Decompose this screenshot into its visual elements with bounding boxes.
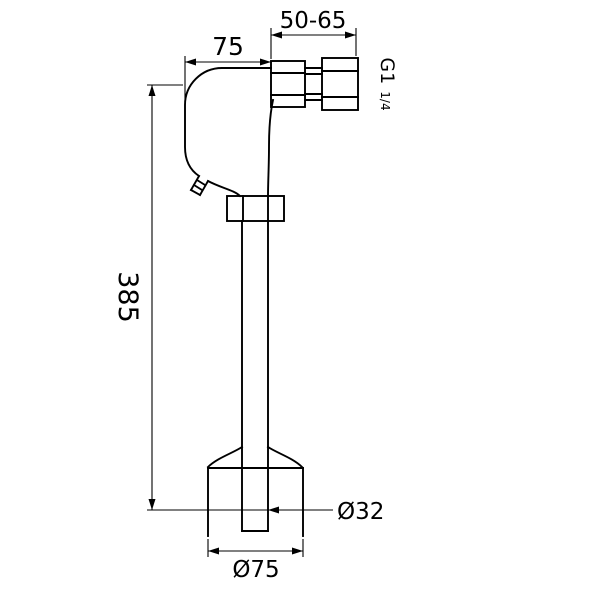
side-port: [189, 174, 210, 197]
side-port-edge: [198, 179, 210, 197]
side-port-hatch: [195, 178, 207, 187]
arrowhead: [148, 85, 156, 96]
flange-bell-right: [266, 445, 304, 469]
valve-body-right-profile: [267, 98, 275, 197]
compression-nut-body: [226, 195, 285, 222]
arrowhead: [271, 31, 282, 39]
end-hex-nut-body: [321, 57, 359, 111]
side-port-hatch: [192, 183, 204, 192]
dim-outlet-diameter-label: Ø32: [337, 499, 384, 525]
union-nut: [270, 60, 306, 108]
dim-height-label: 385: [112, 271, 143, 323]
pipe-assembly: [184, 57, 359, 537]
dim-top-span-label: 50-65: [280, 8, 347, 34]
thread-size-label: G1 1/4: [376, 57, 398, 110]
compression-nut: [226, 195, 285, 222]
arrowhead: [345, 31, 356, 39]
arrowhead: [268, 506, 279, 514]
thread-size-fraction: 1/4: [378, 91, 392, 110]
floor-flange: [206, 445, 304, 537]
arrowhead: [260, 58, 271, 66]
valve-body-left-profile: [206, 179, 242, 198]
arrowhead: [292, 547, 303, 555]
dimension-arrowheads: [148, 31, 356, 555]
dimension-lines: [147, 28, 357, 557]
side-port-tip: [189, 188, 202, 197]
dim-elbow-offset-label: 75: [212, 32, 244, 61]
union-nut-body: [270, 60, 306, 108]
dim-base-diameter-label: Ø75: [232, 557, 279, 583]
arrowhead: [185, 58, 196, 66]
thread-size-main: G1: [376, 57, 398, 84]
arrowhead: [148, 499, 156, 510]
elbow-outer-profile: [184, 67, 223, 178]
end-hex-nut: [321, 57, 359, 111]
arrowhead: [208, 547, 219, 555]
flange-bell-left: [206, 445, 244, 469]
side-port-edge: [189, 174, 201, 192]
